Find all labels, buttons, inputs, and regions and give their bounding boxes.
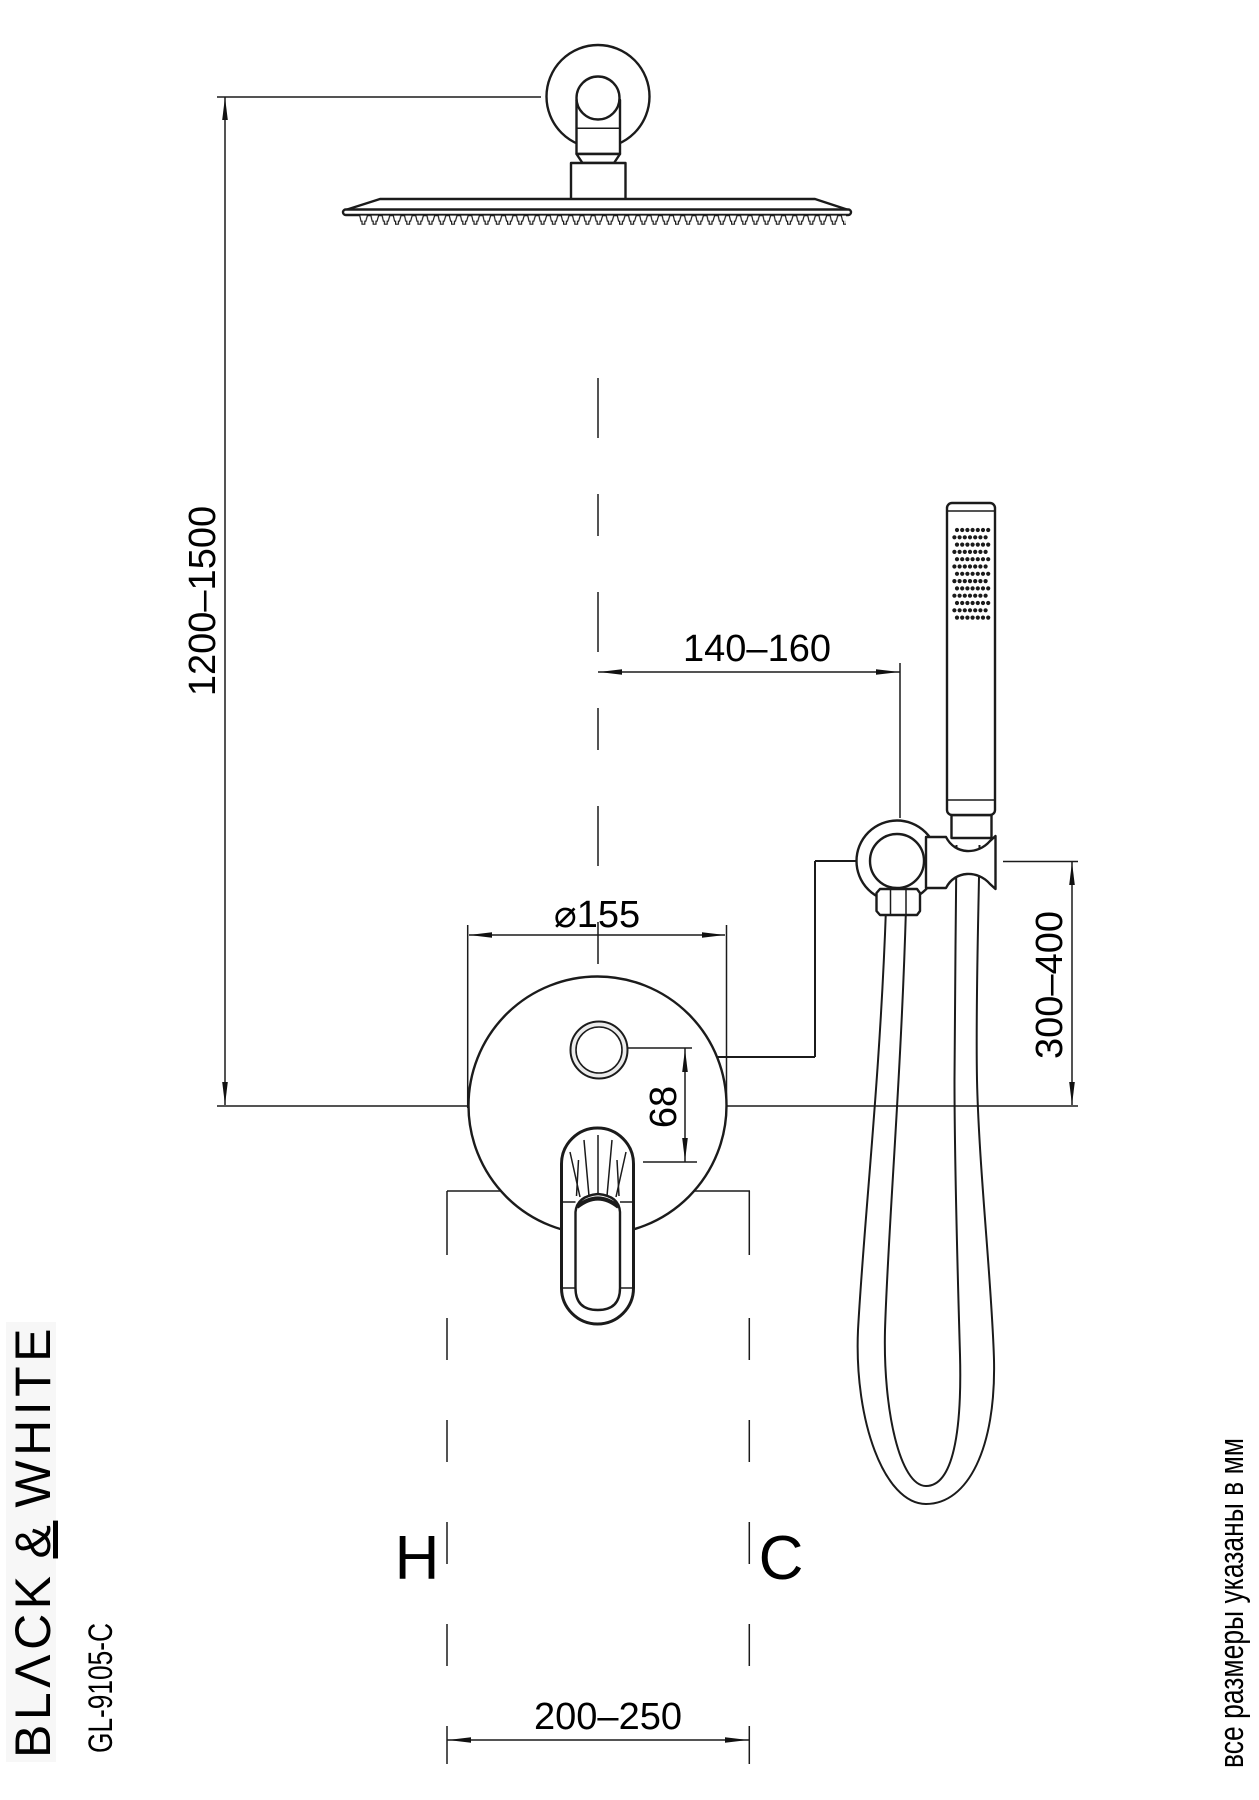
shower-plate-edge bbox=[341, 208, 853, 217]
dim-offset-140-160: 140–160 bbox=[598, 628, 900, 675]
swivel-ball bbox=[575, 75, 621, 121]
shower-plate-nozzles bbox=[358, 215, 846, 225]
hot-water-label: H bbox=[395, 1524, 440, 1593]
dim-button-offset-68: 68 bbox=[628, 1047, 697, 1163]
dim-holder-height-300-400: 300–400 bbox=[1003, 860, 1078, 1105]
mixer-handle bbox=[560, 1126, 635, 1326]
model-number: GL-9105-C bbox=[82, 1623, 120, 1753]
dim-label-button-offset: 68 bbox=[643, 1086, 685, 1128]
dim-height-1200-1500: 1200–1500 bbox=[182, 96, 541, 1105]
hand-shower bbox=[945, 501, 997, 840]
dim-supply-spacing-200-250: 200–250 bbox=[447, 1696, 749, 1743]
dim-label-diameter: ⌀155 bbox=[554, 894, 640, 936]
wand-spray-holes bbox=[952, 527, 991, 620]
hose-nut bbox=[875, 887, 922, 917]
brand-logo: BLΛCK&WHITE bbox=[5, 1324, 61, 1758]
rain-shower-head bbox=[341, 43, 853, 225]
dim-label-offset: 140–160 bbox=[683, 628, 831, 670]
wand-body bbox=[945, 501, 997, 817]
connection-pipe bbox=[715, 860, 857, 1058]
dim-plate-diameter: ⌀155 bbox=[466, 894, 728, 1108]
units-note: все размеры указаны в мм bbox=[1213, 1438, 1251, 1768]
hand-shower-holder bbox=[855, 663, 997, 917]
brand-strip bbox=[6, 1322, 56, 1762]
dim-label-supply-spacing: 200–250 bbox=[534, 1696, 682, 1738]
cold-water-label: C bbox=[759, 1524, 804, 1593]
dim-label-holder-height: 300–400 bbox=[1029, 911, 1071, 1059]
mixer-valve bbox=[467, 975, 728, 1326]
shower-hose bbox=[856, 844, 996, 1506]
dim-label-height: 1200–1500 bbox=[182, 506, 224, 696]
holder-clamp bbox=[924, 834, 997, 891]
wand-collar bbox=[950, 813, 993, 840]
